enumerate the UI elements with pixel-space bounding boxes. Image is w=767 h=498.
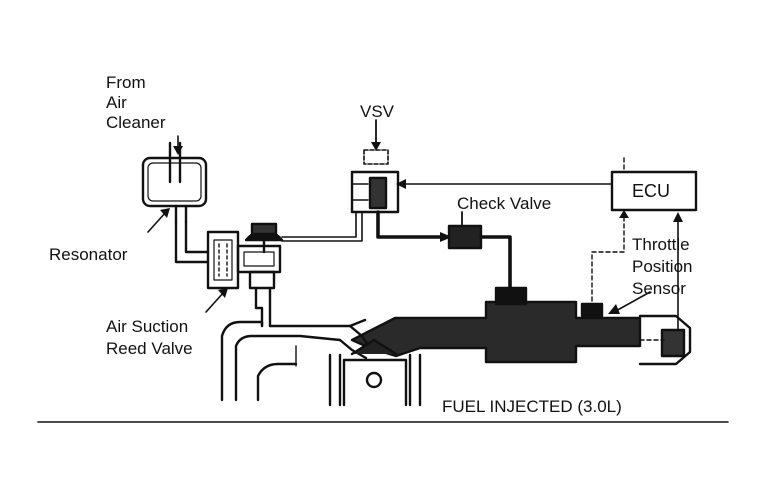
label-throttle-position-sensor: Throttle Position Sensor (632, 234, 692, 300)
label-ecu: ECU (632, 181, 671, 201)
label-air-suction-line1: Air Suction (106, 317, 189, 336)
label-from-air-cleaner-line1: From (106, 73, 146, 92)
label-from-air-cleaner: From Air Cleaner (106, 73, 166, 133)
diagram-caption: FUEL INJECTED (3.0L) (442, 397, 622, 416)
label-sensor-line3: Sensor (632, 279, 686, 298)
label-check-valve: Check Valve (457, 194, 552, 213)
cylinder (328, 338, 422, 407)
label-reed-valve-line2: Reed Valve (106, 339, 193, 358)
resonator-chamber (141, 141, 208, 224)
ecu-dashed-line (591, 157, 625, 307)
vsv-body (350, 149, 400, 214)
vacuum-hose-to-check-valve (376, 210, 448, 239)
throttle-body (638, 314, 692, 366)
label-from-air-cleaner-line2: Air (106, 93, 127, 112)
reed-valve-diaphragm (244, 222, 284, 254)
label-resonator: Resonator (49, 245, 128, 264)
label-throttle-line1: Throttle (632, 235, 690, 254)
label-position-line2: Position (632, 257, 693, 276)
label-vsv: VSV (360, 102, 395, 121)
cylinder-head (220, 318, 372, 402)
label-from-air-cleaner-line3: Cleaner (106, 113, 166, 132)
ecu-box (610, 170, 698, 212)
reed-valve-outlet (254, 286, 272, 328)
intake-plenum (350, 286, 642, 364)
check-valve (447, 224, 483, 250)
label-air-suction-reed-valve: Air Suction Reed Valve (106, 316, 193, 360)
vacuum-hose-to-surge-tank (479, 235, 512, 294)
reed-valve-body (206, 230, 282, 290)
label-pointers (147, 135, 651, 314)
resonator-pipe (174, 220, 210, 264)
vacuum-hose-to-vsv (281, 211, 363, 242)
